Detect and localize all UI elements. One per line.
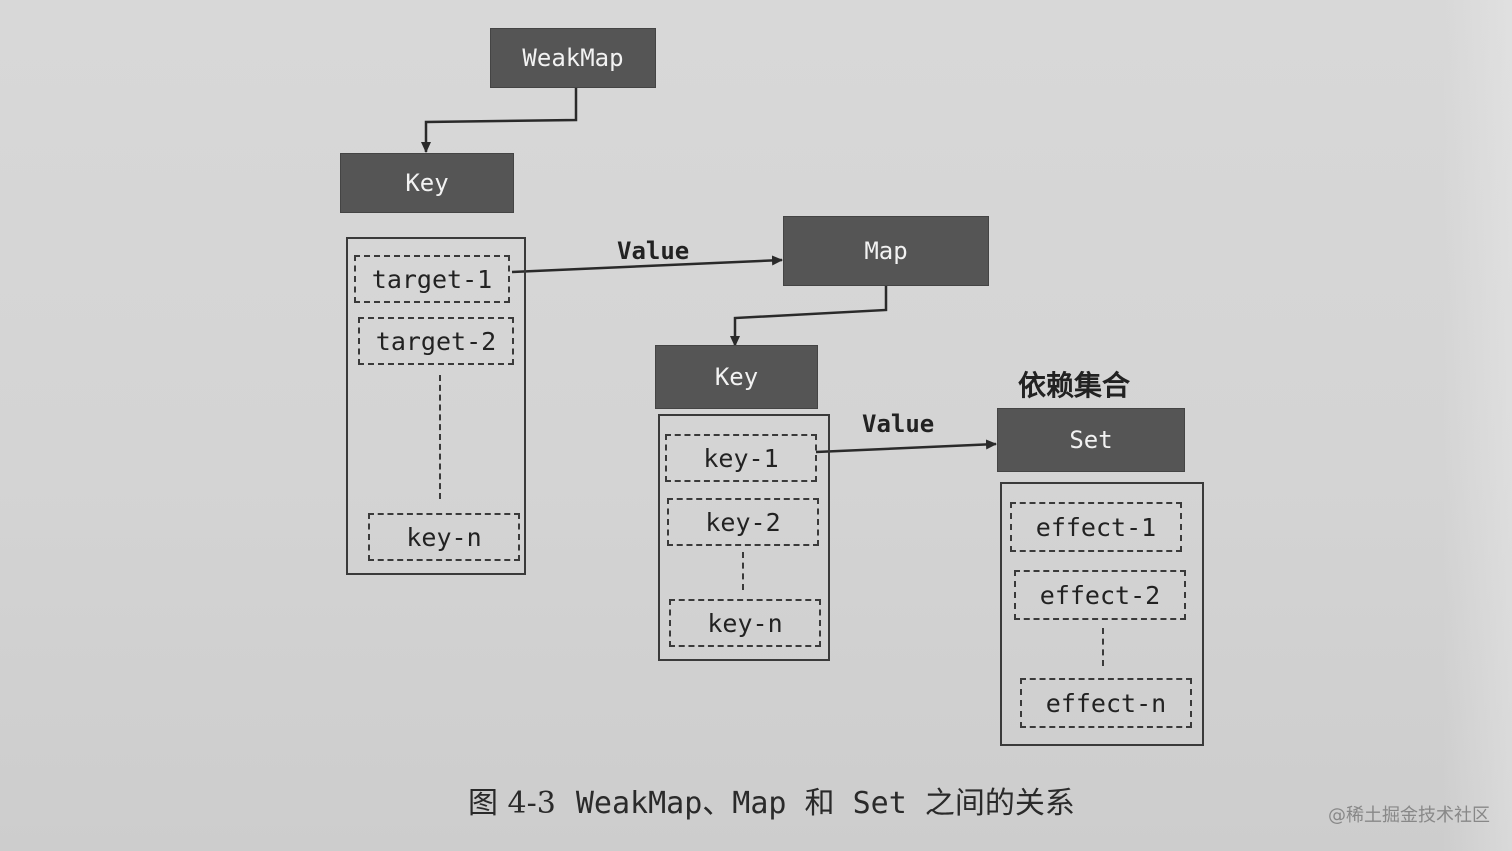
set-label: Set [1069,426,1113,454]
map-to-key-connector [730,284,888,347]
weakmap-to-key-connector [421,88,578,153]
map-box: Map [783,216,989,286]
inner-key-n-cell: key-n [669,599,821,647]
effect-2-cell: effect-2 [1014,570,1186,620]
weakmap-label: WeakMap [522,44,624,72]
key-2-cell: key-2 [667,498,819,546]
page-edge-shade [1442,0,1512,851]
set-effect-container: effect-1 effect-2 effect-n [1000,482,1204,746]
key-2-label: key-2 [705,507,781,537]
target-1-cell: target-1 [354,255,510,303]
key1-to-set-connector [815,439,997,454]
inner-value-label: Value [862,410,935,438]
figure-caption: 图 4-3 WeakMap、Map 和 Set 之间的关系 [468,778,1075,822]
inner-key-n-label: key-n [707,608,783,638]
inner-key-label: Key [714,363,759,391]
effect-n-label: effect-n [1045,688,1167,718]
target-2-label: target-2 [375,326,497,356]
key-1-label: key-1 [703,443,779,473]
target1-to-map-connector [511,255,783,274]
outer-key-label: Key [405,169,449,197]
weakmap-box: WeakMap [490,28,656,88]
outer-key-n-label: key-n [406,522,482,552]
target-1-label: target-1 [371,264,493,294]
effect-1-cell: effect-1 [1010,502,1182,552]
effect-1-label: effect-1 [1035,512,1157,542]
inner-key-container: key-1 key-2 key-n [658,414,830,661]
outer-value-label: Value [617,237,690,265]
inner-key-box: Key [655,345,818,409]
outer-ellipsis-line [439,375,441,499]
effect-n-cell: effect-n [1020,678,1192,728]
watermark: @稀土掘金技术社区 [1328,805,1490,826]
map-label: Map [864,237,908,265]
inner-ellipsis-line [742,552,744,590]
outer-key-box: Key [340,153,514,213]
set-ellipsis-line [1102,628,1104,666]
key-1-cell: key-1 [665,434,817,482]
outer-key-n-cell: key-n [368,513,520,561]
figure-title: WeakMap、Map 和 Set 之间的关系 [575,786,1075,821]
dependency-set-title: 依赖集合 [1018,369,1131,402]
effect-2-label: effect-2 [1039,580,1161,610]
target-2-cell: target-2 [358,317,514,365]
outer-target-container: target-1 target-2 key-n [346,237,526,575]
figure-number: 图 4-3 [468,786,556,821]
set-box: Set [997,408,1185,472]
